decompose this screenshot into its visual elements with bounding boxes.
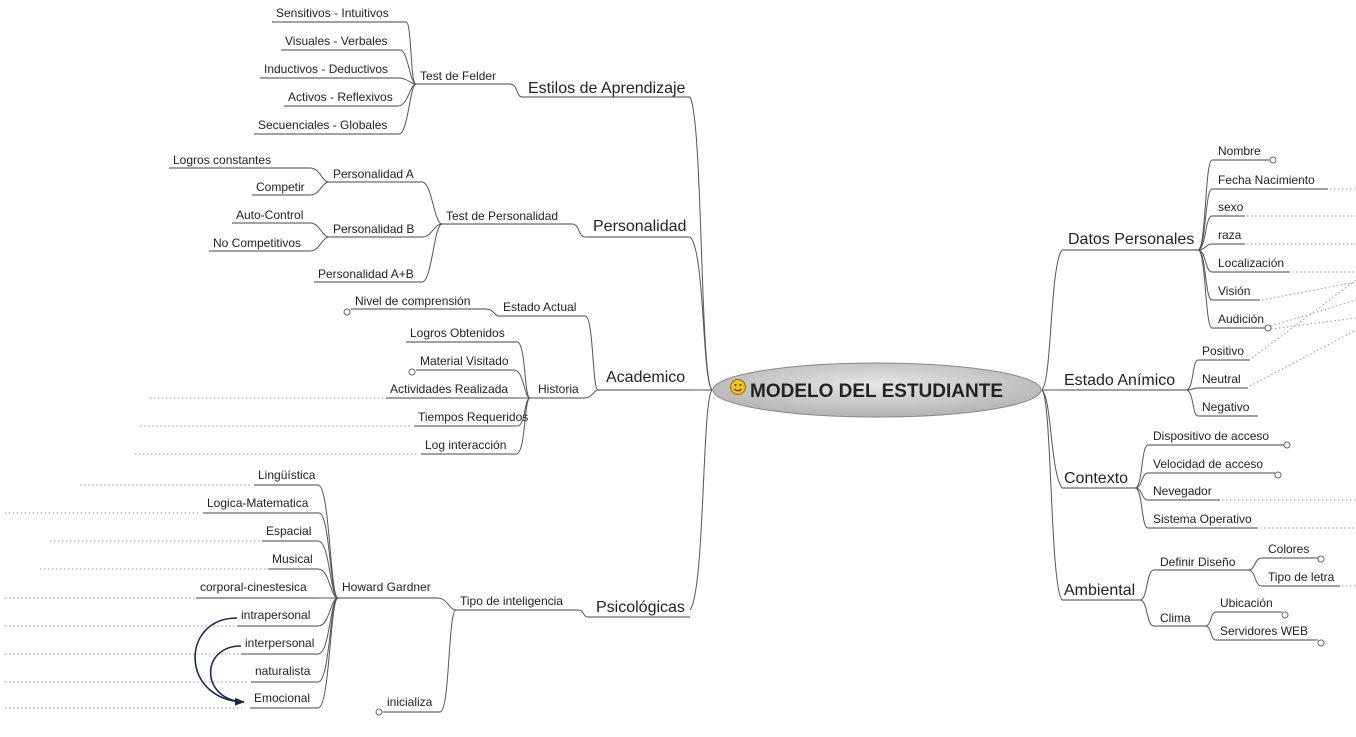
animo-item[interactable]: Positivo	[1202, 344, 1244, 358]
branch-estado-animico: Estado Anímico Positivo Neutral Negativo	[1062, 279, 1356, 417]
gardner-item[interactable]: Lingüística	[258, 468, 316, 482]
gardner-item[interactable]: naturalista	[255, 664, 311, 678]
tipo-inteligencia-label[interactable]: Tipo de inteligencia	[460, 594, 563, 608]
howard-gardner-label[interactable]: Howard Gardner	[342, 580, 431, 594]
historia-item[interactable]: Material Visitado	[420, 354, 509, 368]
gardner-item[interactable]: interpersonal	[245, 636, 314, 650]
personalidad-a-item[interactable]: Logros constantes	[173, 153, 271, 167]
contexto-label[interactable]: Contexto	[1064, 470, 1128, 487]
branch-datos-personales: Datos Personales Nombre Fecha Nacimiento…	[1062, 144, 1356, 332]
academico-label[interactable]: Academico	[606, 369, 685, 386]
inicializa-item[interactable]: inicializa	[387, 695, 433, 709]
definir-diseno-label[interactable]: Definir Diseño	[1160, 555, 1236, 569]
contexto-item[interactable]: Nevegador	[1153, 484, 1212, 498]
diseno-item[interactable]: Colores	[1268, 542, 1309, 556]
animo-item[interactable]: Neutral	[1202, 372, 1241, 386]
estilos-label[interactable]: Estilos de Aprendizaje	[528, 80, 686, 97]
node-circle	[343, 308, 351, 316]
node-circle	[1283, 441, 1291, 449]
personalidad-b-item[interactable]: Auto-Control	[236, 208, 303, 222]
historia-item[interactable]: Actividades Realizada	[390, 382, 508, 396]
gardner-item[interactable]: Musical	[272, 552, 313, 566]
node-circle	[1269, 156, 1277, 164]
contexto-item[interactable]: Velocidad de acceso	[1153, 457, 1263, 471]
diseno-item[interactable]: Tipo de letra	[1268, 570, 1335, 584]
gardner-item[interactable]: Espacial	[266, 524, 311, 538]
branch-academico: Academico Estado Actual Nivel de compren…	[135, 294, 690, 455]
clima-item[interactable]: Servidores WEB	[1220, 624, 1308, 638]
relation-arrows	[194, 617, 245, 706]
datos-item[interactable]: Fecha Nacimiento	[1218, 173, 1315, 187]
branch-personalidad: Personalidad Test de Personalidad Person…	[169, 153, 690, 283]
felder-item[interactable]: Secuenciales - Globales	[258, 118, 387, 132]
branch-estilos: Estilos de Aprendizaje Test de Felder Se…	[254, 6, 690, 135]
historia-label[interactable]: Historia	[538, 382, 579, 396]
felder-item[interactable]: Inductivos - Deductivos	[264, 62, 388, 76]
center-node[interactable]: MODELO DEL ESTUDIANTE	[712, 362, 1042, 418]
node-circle	[1274, 471, 1282, 479]
center-title: MODELO DEL ESTUDIANTE	[750, 381, 1003, 402]
branch-ambiental: Ambiental Definir Diseño Colores Tipo de…	[1062, 542, 1356, 647]
gardner-item[interactable]: Logica-Matematica	[207, 496, 309, 510]
animo-item[interactable]: Negativo	[1202, 400, 1250, 414]
node-circle	[1317, 639, 1325, 647]
test-felder-label[interactable]: Test de Felder	[420, 69, 496, 83]
historia-item[interactable]: Logros Obtenidos	[410, 326, 505, 340]
datos-item[interactable]: raza	[1218, 228, 1242, 242]
contexto-item[interactable]: Sistema Operativo	[1153, 512, 1252, 526]
personalidad-b-item[interactable]: No Competitivos	[213, 236, 301, 250]
clima-label[interactable]: Clima	[1160, 611, 1191, 625]
datos-personales-label[interactable]: Datos Personales	[1068, 231, 1194, 248]
personalidad-ab-label[interactable]: Personalidad A+B	[318, 267, 414, 281]
smiley-icon	[730, 379, 746, 395]
personalidad-a-item[interactable]: Competir	[256, 180, 305, 194]
clima-item[interactable]: Ubicación	[1220, 596, 1273, 610]
gardner-item[interactable]: corporal-cinestesica	[200, 580, 307, 594]
gardner-item[interactable]: intrapersonal	[241, 608, 310, 622]
historia-item[interactable]: Tiempos Requeridos	[418, 410, 528, 424]
datos-item[interactable]: Visión	[1218, 284, 1250, 298]
ambiental-label[interactable]: Ambiental	[1064, 582, 1135, 599]
historia-item[interactable]: Log interacción	[425, 438, 506, 452]
test-personalidad-label[interactable]: Test de Personalidad	[446, 209, 558, 223]
nivel-comprension-item[interactable]: Nivel de comprensión	[355, 294, 470, 308]
node-circle	[1281, 611, 1289, 619]
datos-item[interactable]: Nombre	[1218, 144, 1261, 158]
personalidad-label[interactable]: Personalidad	[593, 218, 686, 235]
gardner-item[interactable]: Emocional	[254, 691, 310, 705]
node-circle	[1317, 555, 1325, 563]
estado-animico-label[interactable]: Estado Anímico	[1064, 372, 1175, 389]
felder-item[interactable]: Visuales - Verbales	[285, 34, 388, 48]
node-circle	[408, 368, 416, 376]
branch-contexto: Contexto Dispositivo de acceso Velocidad…	[1062, 429, 1356, 529]
datos-item[interactable]: sexo	[1218, 200, 1244, 214]
datos-item[interactable]: Audición	[1218, 312, 1264, 326]
estado-actual-label[interactable]: Estado Actual	[503, 300, 576, 314]
felder-item[interactable]: Activos - Reflexivos	[288, 90, 393, 104]
contexto-item[interactable]: Dispositivo de acceso	[1153, 429, 1269, 443]
node-circle	[375, 708, 383, 716]
branch-psicologicas: Psicológicas Tipo de inteligencia Howard…	[5, 468, 690, 716]
personalidad-b-label[interactable]: Personalidad B	[333, 222, 414, 236]
psicologicas-label[interactable]: Psicológicas	[596, 599, 685, 616]
felder-item[interactable]: Sensitivos - Intuitivos	[276, 6, 389, 20]
node-circle	[1264, 324, 1272, 332]
personalidad-a-label[interactable]: Personalidad A	[333, 167, 414, 181]
main-connectors	[689, 96, 1063, 611]
datos-item[interactable]: Localización	[1218, 256, 1284, 270]
